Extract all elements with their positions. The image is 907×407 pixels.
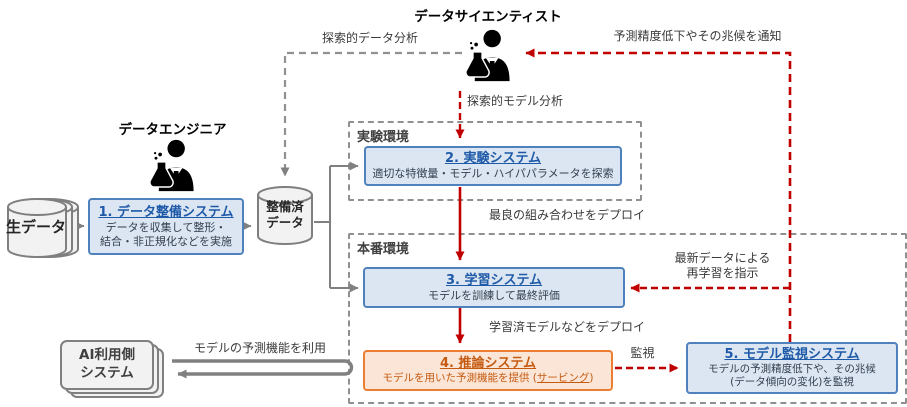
- system4-desc: モデルを用いた予測機能を提供 (サービング): [382, 372, 594, 385]
- system-monitoring: 5. モデル監視システム モデルの予測精度低下や、その兆候 (データ傾向の変化)…: [686, 342, 898, 394]
- label-notify-accuracy-drop: 予測精度低下やその兆候を通知: [613, 29, 782, 43]
- system-inference: 4. 推論システム モデルを用いた予測機能を提供 (サービング): [363, 350, 613, 391]
- ai-consumer-system: AI利用側 システム: [60, 340, 176, 402]
- system1-desc-line2: 結合・非正規化などを実施: [100, 234, 232, 248]
- system-training: 3. 学習システム モデルを訓練して最終評価: [363, 267, 625, 308]
- serving-link-text: サービング: [536, 372, 590, 385]
- system4-title: 4. 推論システム: [439, 355, 537, 371]
- system-data-preparation: 1. データ整備システム データを収集して整形・ 結合・非正規化などを実施: [88, 198, 244, 255]
- data-engineer-icon: [145, 138, 200, 193]
- label-deploy-best-combination: 最良の組み合わせをデプロイ: [489, 208, 646, 222]
- data-scientist-icon: [461, 28, 516, 83]
- system3-title: 3. 学習システム: [445, 272, 543, 288]
- raw-data-label: 生データ: [5, 218, 66, 236]
- database-icon: [7, 198, 79, 258]
- arrow-use-prediction: [172, 359, 354, 379]
- system5-desc-line2: (データ傾向の変化)を監視: [730, 376, 854, 389]
- label-monitor: 監視: [630, 346, 655, 360]
- label-exploratory-model-analysis: 探索的モデル分析: [467, 94, 564, 108]
- system1-title: 1. データ整備システム: [98, 204, 234, 220]
- system5-desc-line1: モデルの予測精度低下や、その兆候: [708, 363, 876, 375]
- label-use-prediction: モデルの予測機能を利用: [193, 341, 326, 355]
- system2-desc: 適切な特徴量・モデル・ハイパパラメータを探索: [372, 167, 614, 181]
- system-experiment: 2. 実験システム 適切な特徴量・モデル・ハイパパラメータを探索: [364, 146, 622, 186]
- label-exploratory-data-analysis: 探索的データ分析: [321, 31, 418, 45]
- ai-consumer-label: AI利用側 システム: [60, 340, 154, 390]
- branch-prepared-data: [314, 166, 331, 288]
- prepared-data-label: 整備済 データ: [266, 199, 304, 230]
- experiment-environment-label: 実験環境: [357, 130, 410, 145]
- system3-desc: モデルを訓練して最終評価: [428, 288, 560, 302]
- data-engineer-label: データエンジニア: [118, 122, 227, 138]
- label-deploy-trained-model: 学習済モデルなどをデプロイ: [489, 320, 646, 334]
- system5-title: 5. モデル監視システム: [724, 346, 860, 362]
- system2-title: 2. 実験システム: [444, 151, 542, 166]
- label-retrain-instruction: 最新データによる 再学習を指示: [674, 251, 771, 280]
- system1-desc-line1: データを収集して整形・: [105, 220, 227, 234]
- production-environment-label: 本番環境: [357, 242, 410, 257]
- database-icon: [257, 186, 313, 245]
- prepared-data-store: 整備済 データ: [256, 186, 314, 246]
- raw-data-store: 生データ: [4, 196, 86, 262]
- data-scientist-label: データサイエンティスト: [414, 9, 562, 25]
